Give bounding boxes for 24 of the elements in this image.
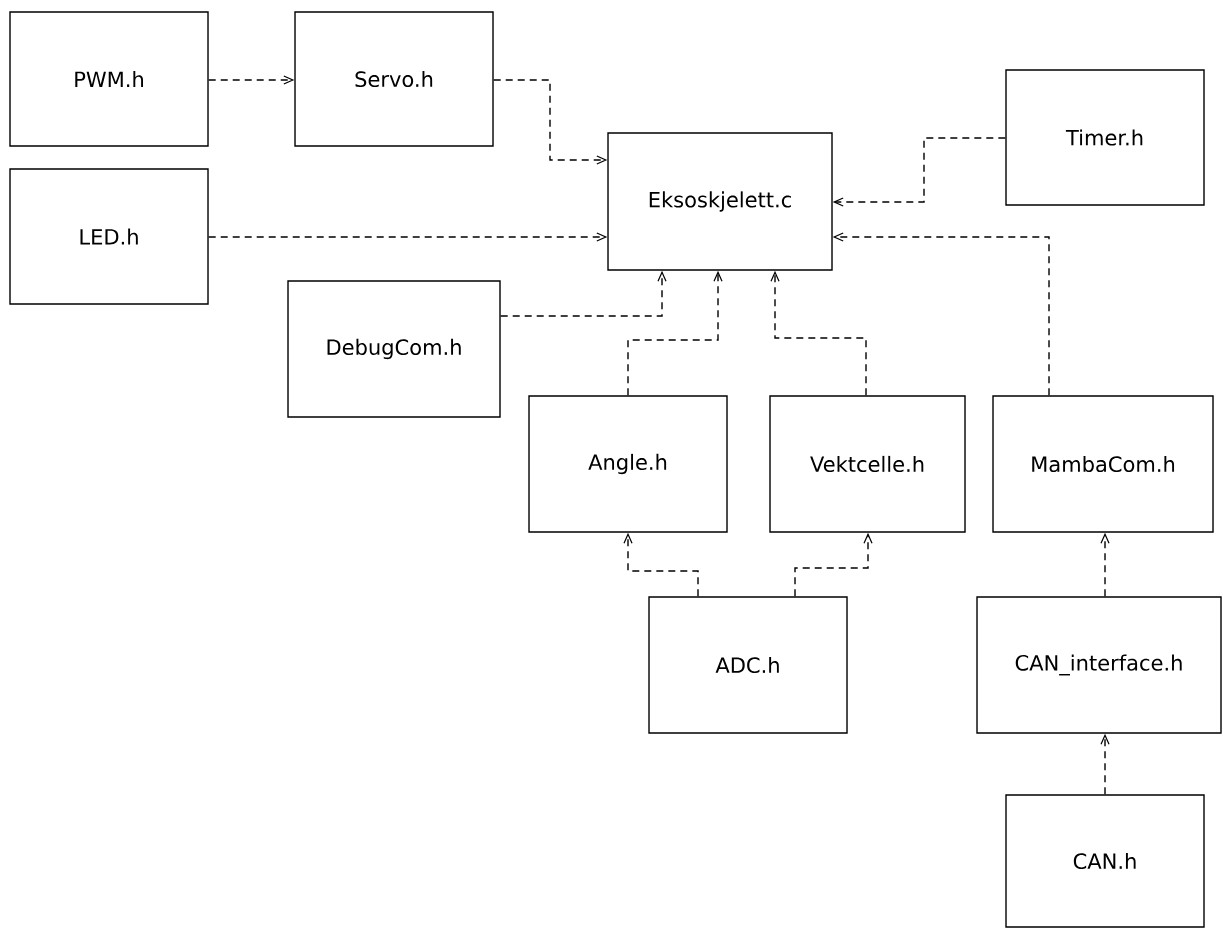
arrow [208,75,295,85]
arrow [1100,532,1110,597]
file-box: DebugCom.h [287,280,501,418]
arrow [770,270,867,396]
arrow [832,232,1050,396]
file-box: LED.h [9,168,209,305]
file-box: PWM.h [9,11,209,147]
arrow [1100,733,1110,795]
file-box: Servo.h [294,11,494,147]
file-box: Vektcelle.h [769,395,966,533]
arrow [794,532,873,597]
file-box: Eksoskjelett.c [607,132,833,271]
file-box: CAN_interface.h [976,596,1222,734]
arrow [623,532,699,597]
file-box: CAN.h [1005,794,1205,928]
arrow [832,137,1006,207]
file-box: ADC.h [648,596,848,734]
file-box: Angle.h [528,395,728,533]
file-box: MambaCom.h [992,395,1214,533]
arrow [500,270,667,317]
arrow [493,79,608,165]
arrow [208,232,608,242]
file-box: Timer.h [1005,69,1205,206]
arrow [627,270,723,396]
